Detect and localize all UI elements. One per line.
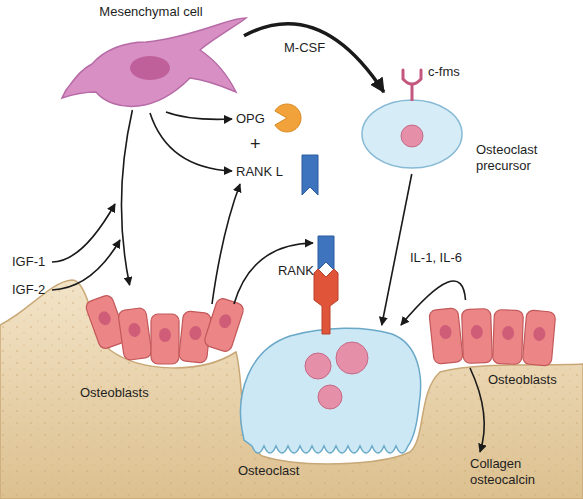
annotation-label: OPG [236, 111, 276, 127]
osteoblast-cell [522, 310, 556, 366]
osteoblast-cell [493, 310, 524, 365]
node-label: Mesenchymal cell [58, 4, 244, 20]
edge-label: M-CSF [284, 40, 325, 56]
cell-body [118, 307, 153, 360]
cell-nucleus [336, 342, 368, 374]
igf2-arrow [52, 240, 120, 290]
osteoblast-cell [151, 314, 179, 364]
connector-arrow [382, 174, 412, 325]
annotation-label: RANK L [236, 164, 296, 180]
bone-texture [0, 280, 583, 499]
c-fms-receptor [403, 70, 421, 101]
cell-body [203, 297, 245, 353]
connector-arrow [121, 110, 132, 285]
mesenchymal-to-opg-arrow [166, 112, 232, 119]
cell-nucleus [159, 328, 171, 342]
mesenchymal-cell: Mesenchymal cell [58, 4, 244, 110]
node-label: Osteoclast precursor [476, 142, 566, 173]
osteoblast-cell [429, 308, 463, 365]
osteoclast-body [241, 328, 421, 453]
precursor-cell-body [362, 100, 462, 168]
cell-nucleus [305, 353, 331, 379]
igf1-arrow [52, 204, 115, 262]
rankl-molecule [302, 155, 318, 195]
bone-matrix [0, 280, 583, 499]
annotation-label: + [250, 134, 270, 156]
cell-body [493, 310, 524, 365]
cell-nucleus [502, 326, 514, 340]
opg-molecule [275, 104, 301, 132]
connector-arrow [244, 24, 384, 92]
node-label: Osteoblasts [80, 385, 175, 401]
node-shape [232, 325, 424, 485]
annotation-label: RANK [270, 263, 314, 279]
cell-nucleus [533, 327, 546, 342]
node-label: Osteoblasts [488, 372, 578, 388]
osteoblast-cell [462, 309, 493, 364]
cell-nucleus [318, 385, 342, 409]
cell-body [522, 310, 556, 366]
annotation-label: IGF-2 [12, 282, 62, 298]
node-label: Osteoclast [238, 463, 338, 479]
mesenchymal-cell-body [62, 18, 246, 106]
annotation-label: c-fms [428, 64, 488, 80]
cell-nucleus [97, 310, 113, 327]
osteoblast-cell [203, 297, 245, 353]
osteoclast-cell: Osteoclast [232, 325, 424, 485]
rank-receptor [314, 269, 338, 334]
edge-label: IL-1, IL-6 [410, 250, 462, 266]
node-shape [358, 92, 573, 174]
cell-nucleus [401, 125, 423, 147]
connector-arrow [401, 281, 466, 325]
cell-nucleus [471, 325, 483, 339]
osteoblast-to-rankl-arrow [212, 184, 240, 304]
cell-nucleus [189, 325, 202, 340]
cell-nucleus [439, 324, 452, 339]
cell-body [429, 308, 463, 365]
annotation-label: Collagen osteocalcin [470, 456, 552, 487]
collagen-arrow [470, 368, 484, 452]
osteoblast-cell [118, 307, 153, 360]
mesenchymal-to-rankl-arrow [150, 113, 232, 171]
cell-body [151, 314, 179, 364]
osteoblast-group: Osteoblasts [428, 300, 578, 395]
osteoclast-precursor: Osteoclast precursor [358, 92, 573, 174]
cell-body [462, 309, 493, 364]
cell-nucleus [128, 322, 142, 338]
rankl-bound [318, 236, 334, 270]
cell-nucleus [217, 313, 233, 330]
cell-nucleus [130, 56, 170, 80]
osteoblast-group: Osteoblasts [88, 285, 248, 405]
osteoblast-to-rank-arrow [234, 243, 313, 304]
node-shape [58, 4, 244, 110]
annotation-label: IGF-1 [12, 254, 62, 270]
